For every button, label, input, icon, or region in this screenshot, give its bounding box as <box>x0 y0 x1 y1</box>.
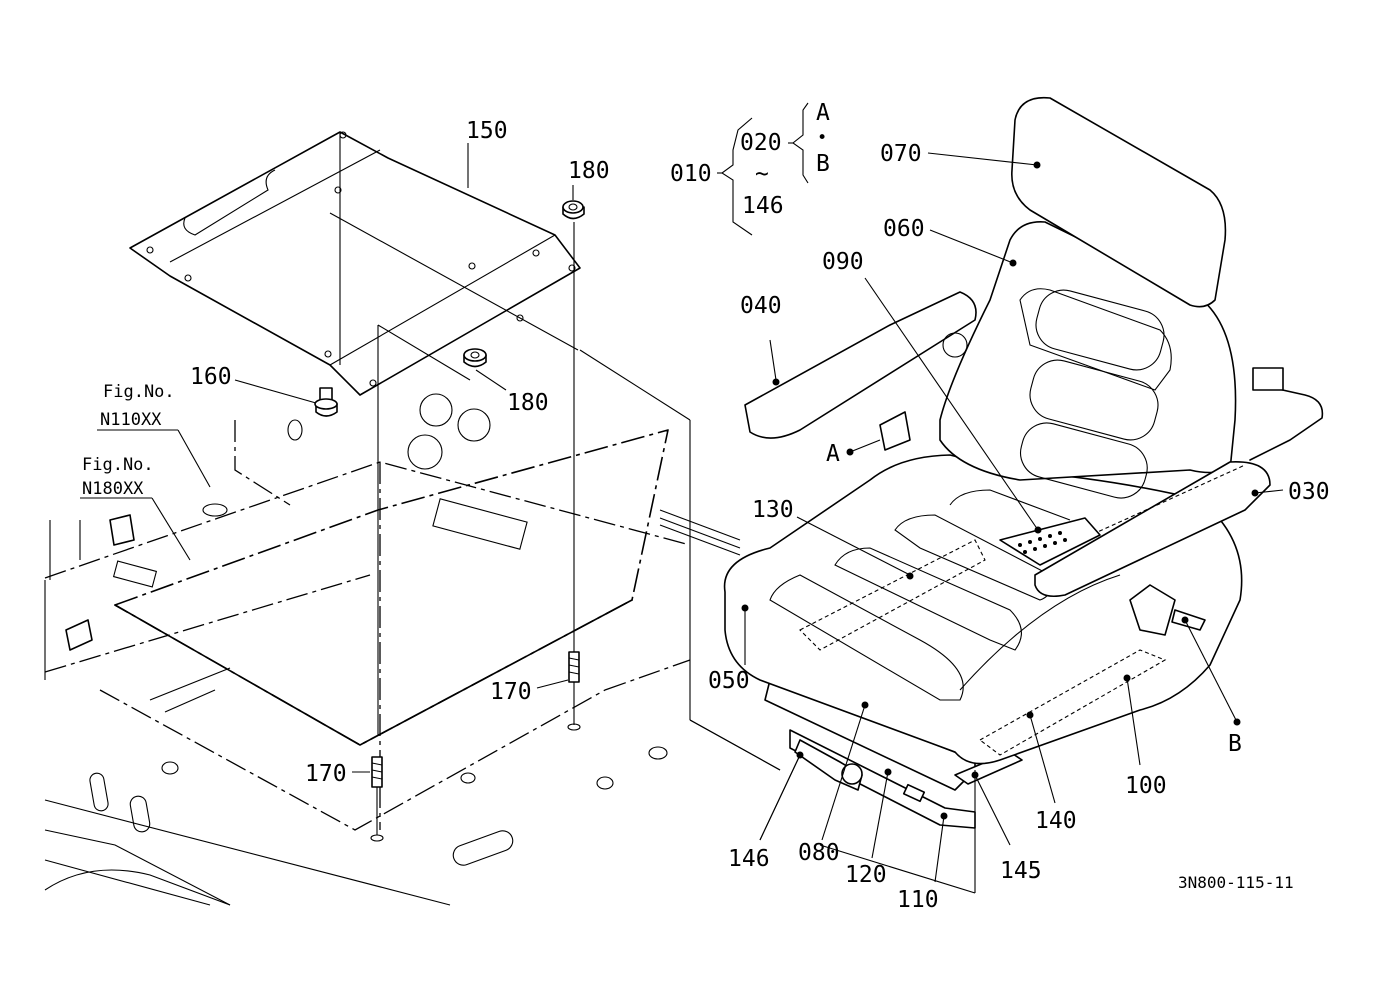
wire-harness <box>1249 384 1324 461</box>
label-010: 010 <box>670 161 712 187</box>
label-150: 150 <box>466 118 508 144</box>
label-145: 145 <box>1000 858 1042 884</box>
label-180-top: 180 <box>568 158 610 184</box>
label-180-mid: 180 <box>507 390 549 416</box>
label-120: 120 <box>845 862 887 888</box>
label-090: 090 <box>822 249 864 275</box>
seat-belt-buckle <box>1129 584 1176 636</box>
fig-ref-1-title: Fig.No. <box>103 382 175 402</box>
label-140: 140 <box>1035 808 1077 834</box>
drawing-code: 3N800-115-11 <box>1178 873 1294 892</box>
label-170-right: 170 <box>490 679 532 705</box>
assembly-bracket-key <box>717 102 809 236</box>
label-170-left: 170 <box>305 761 347 787</box>
part-070-headrest <box>1011 96 1227 308</box>
part-170-stud-left <box>370 756 384 842</box>
label-130: 130 <box>752 497 794 523</box>
label-146-range: 146 <box>742 193 784 219</box>
label-040: 040 <box>740 293 782 319</box>
label-bracket-a: A <box>816 100 830 126</box>
fig-ref-2-code: N180XX <box>82 479 144 499</box>
fig-ref-1-code: N110XX <box>100 410 162 430</box>
part-040-left-armrest <box>744 291 977 439</box>
label-bracket-dot: • <box>817 128 827 148</box>
label-a: A <box>826 441 840 467</box>
part-180-nut-top <box>562 200 585 655</box>
label-060: 060 <box>883 216 925 242</box>
label-b: B <box>1228 731 1242 757</box>
part-160-bolt <box>314 387 338 417</box>
floor-panel <box>114 393 669 746</box>
label-070: 070 <box>880 141 922 167</box>
label-160: 160 <box>190 364 232 390</box>
floor-frame <box>44 419 781 906</box>
label-020: 020 <box>740 130 782 156</box>
label-tilde: ~ <box>755 161 769 187</box>
part-170-stud-right <box>567 651 581 731</box>
label-110: 110 <box>897 887 939 913</box>
label-050: 050 <box>708 668 750 694</box>
fig-ref-2-title: Fig.No. <box>82 455 154 475</box>
part-030-right-armrest <box>1034 461 1271 598</box>
seat-belt-tongue-a <box>879 411 911 451</box>
label-bracket-b: B <box>816 151 830 177</box>
leader-lines <box>80 143 1284 894</box>
label-080: 080 <box>798 840 840 866</box>
part-150-seat-plate <box>129 131 581 735</box>
control-pad-buttons <box>1018 531 1067 554</box>
label-146: 146 <box>728 846 770 872</box>
part-180-nut-mid <box>463 348 487 368</box>
seat-assembly <box>723 96 1324 829</box>
label-030: 030 <box>1288 479 1330 505</box>
plate-holes <box>146 131 576 387</box>
callout-labels: 010 020 ~ 146 A • B 150 180 180 160 170 … <box>82 100 1330 913</box>
label-100: 100 <box>1125 773 1167 799</box>
